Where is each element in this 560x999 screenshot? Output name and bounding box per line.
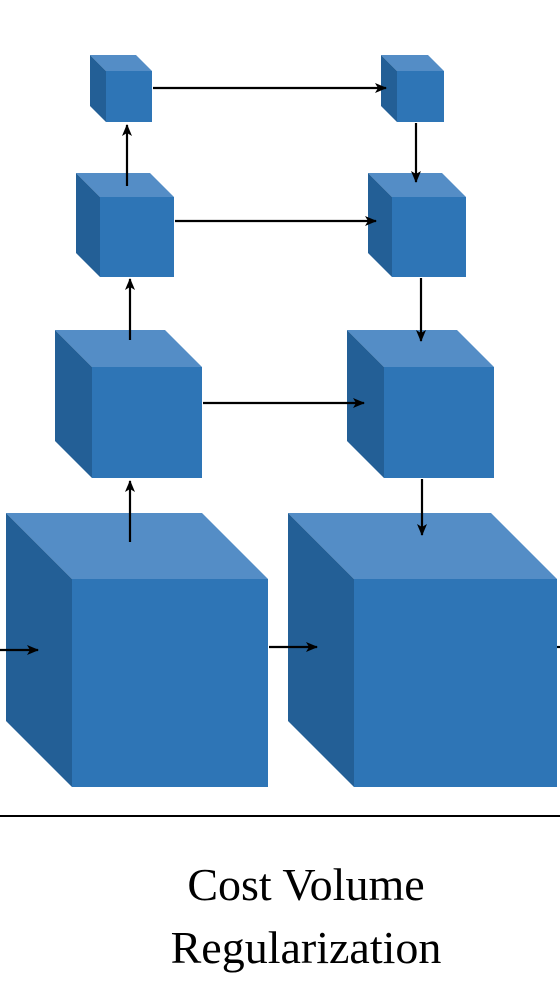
cube-side-face [55, 330, 92, 478]
cube-front-face [92, 367, 202, 478]
encoder-level-4-cube [90, 55, 152, 122]
encoder-level-2-cube [55, 330, 202, 478]
cube-top-face [55, 330, 202, 367]
decoder-level-3-cube [368, 173, 466, 277]
cube-side-face [368, 173, 392, 277]
cube-side-face [381, 55, 397, 122]
cube-side-face [76, 173, 100, 277]
cube-side-face [288, 513, 354, 787]
cube-side-face [347, 330, 384, 478]
cube-front-face [72, 579, 268, 787]
cube-top-face [6, 513, 268, 579]
encoder-level-3-cube [76, 173, 174, 277]
cube-side-face [6, 513, 72, 787]
decoder-level-4-cube [381, 55, 444, 122]
cube-front-face [100, 197, 174, 277]
caption-line-2: Regularization [170, 922, 442, 973]
cube-front-face [392, 197, 466, 277]
cube-front-face [397, 71, 444, 122]
decoder-level-1-cube [288, 513, 557, 787]
cube-top-face [76, 173, 174, 197]
cube-front-face [354, 579, 557, 787]
cube-top-face [288, 513, 557, 579]
cube-front-face [384, 367, 494, 478]
cube-top-face [381, 55, 444, 71]
decoder-level-2-cube [347, 330, 494, 478]
encoder-level-1-cube [6, 513, 268, 787]
cube-top-face [347, 330, 494, 367]
cube-front-face [106, 71, 152, 122]
cube-side-face [90, 55, 106, 122]
cube-top-face [368, 173, 466, 197]
caption-line-1: Cost Volume [187, 859, 425, 910]
cube-top-face [90, 55, 152, 71]
connection-arrows [0, 83, 560, 655]
